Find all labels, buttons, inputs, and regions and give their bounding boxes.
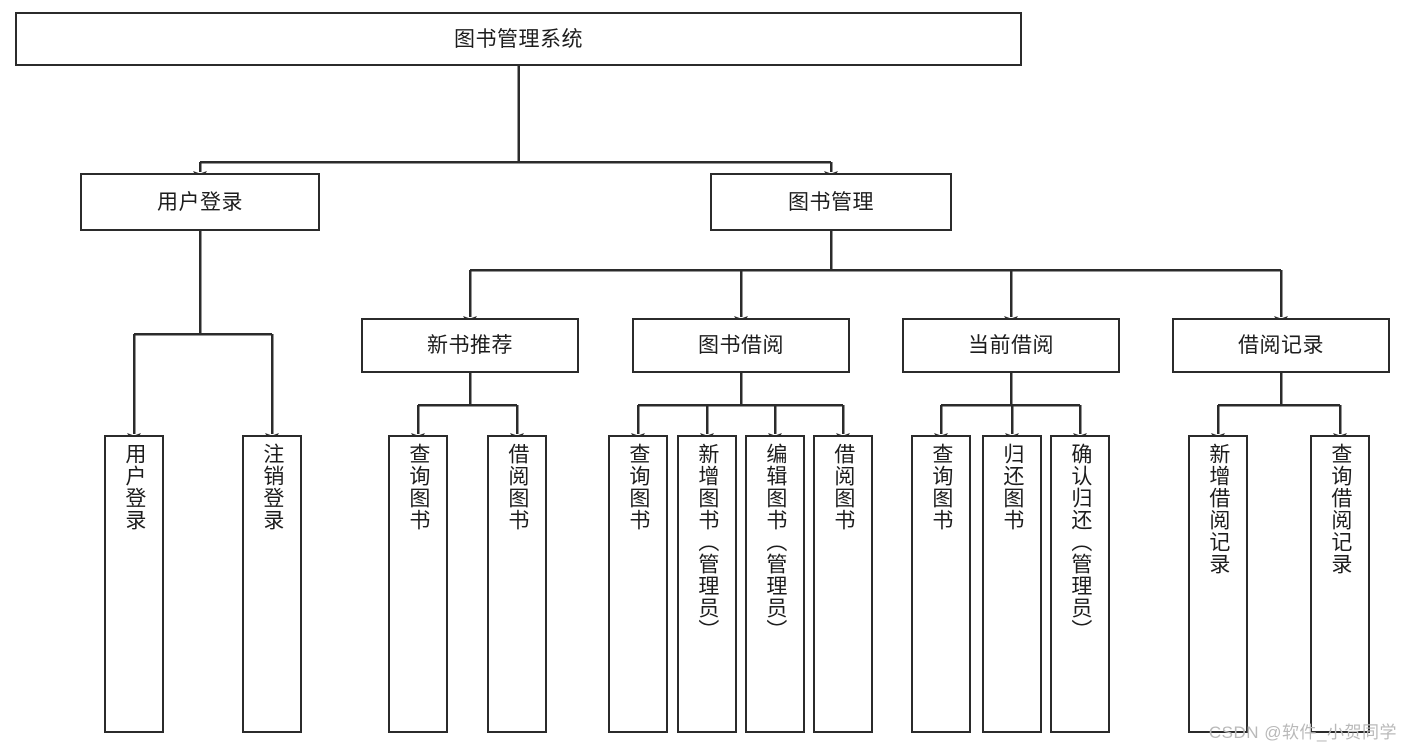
node-borrow-record[interactable]: 借阅记录: [1172, 318, 1390, 373]
node-label: 借阅图书: [505, 443, 529, 531]
node-leaf-logout[interactable]: 注销登录: [242, 435, 302, 733]
node-book-borrow[interactable]: 图书借阅: [632, 318, 850, 373]
node-leaf-user-login[interactable]: 用户登录: [104, 435, 164, 733]
node-label: 借阅记录: [1238, 334, 1324, 357]
node-label: 新增图书（管理员）: [695, 443, 719, 641]
node-leaf-query-record[interactable]: 查询借阅记录: [1310, 435, 1370, 733]
node-leaf-borrow-book[interactable]: 借阅图书: [813, 435, 873, 733]
node-label: 图书借阅: [698, 334, 784, 357]
node-leaf-rec-borrow[interactable]: 借阅图书: [487, 435, 547, 733]
node-label: 借阅图书: [831, 443, 855, 531]
node-label: 新增借阅记录: [1206, 443, 1230, 575]
node-label: 注销登录: [260, 443, 284, 531]
node-label: 编辑图书（管理员）: [763, 443, 787, 641]
node-root[interactable]: 图书管理系统: [15, 12, 1022, 66]
node-label: 查询图书: [929, 443, 953, 531]
node-leaf-add-record[interactable]: 新增借阅记录: [1188, 435, 1248, 733]
node-label: 查询借阅记录: [1328, 443, 1352, 575]
node-label: 图书管理: [788, 190, 874, 214]
node-leaf-confirm-return[interactable]: 确认归还（管理员）: [1050, 435, 1110, 733]
node-leaf-edit-book[interactable]: 编辑图书（管理员）: [745, 435, 805, 733]
node-label: 查询图书: [406, 443, 430, 531]
node-label: 用户登录: [122, 443, 146, 531]
node-user-login[interactable]: 用户登录: [80, 173, 320, 231]
node-leaf-rec-query[interactable]: 查询图书: [388, 435, 448, 733]
node-leaf-borrow-query[interactable]: 查询图书: [608, 435, 668, 733]
node-book-manage[interactable]: 图书管理: [710, 173, 952, 231]
node-label: 归还图书: [1000, 443, 1024, 531]
node-label: 新书推荐: [427, 334, 513, 357]
connector-paths: [127, 66, 1347, 445]
node-leaf-add-book[interactable]: 新增图书（管理员）: [677, 435, 737, 733]
node-label: 确认归还（管理员）: [1068, 443, 1092, 641]
node-label: 查询图书: [626, 443, 650, 531]
node-leaf-cur-query[interactable]: 查询图书: [911, 435, 971, 733]
node-label: 图书管理系统: [454, 27, 583, 51]
node-new-book-rec[interactable]: 新书推荐: [361, 318, 579, 373]
node-label: 用户登录: [157, 190, 243, 214]
node-current-borrow[interactable]: 当前借阅: [902, 318, 1120, 373]
node-label: 当前借阅: [968, 334, 1054, 357]
node-leaf-return-book[interactable]: 归还图书: [982, 435, 1042, 733]
